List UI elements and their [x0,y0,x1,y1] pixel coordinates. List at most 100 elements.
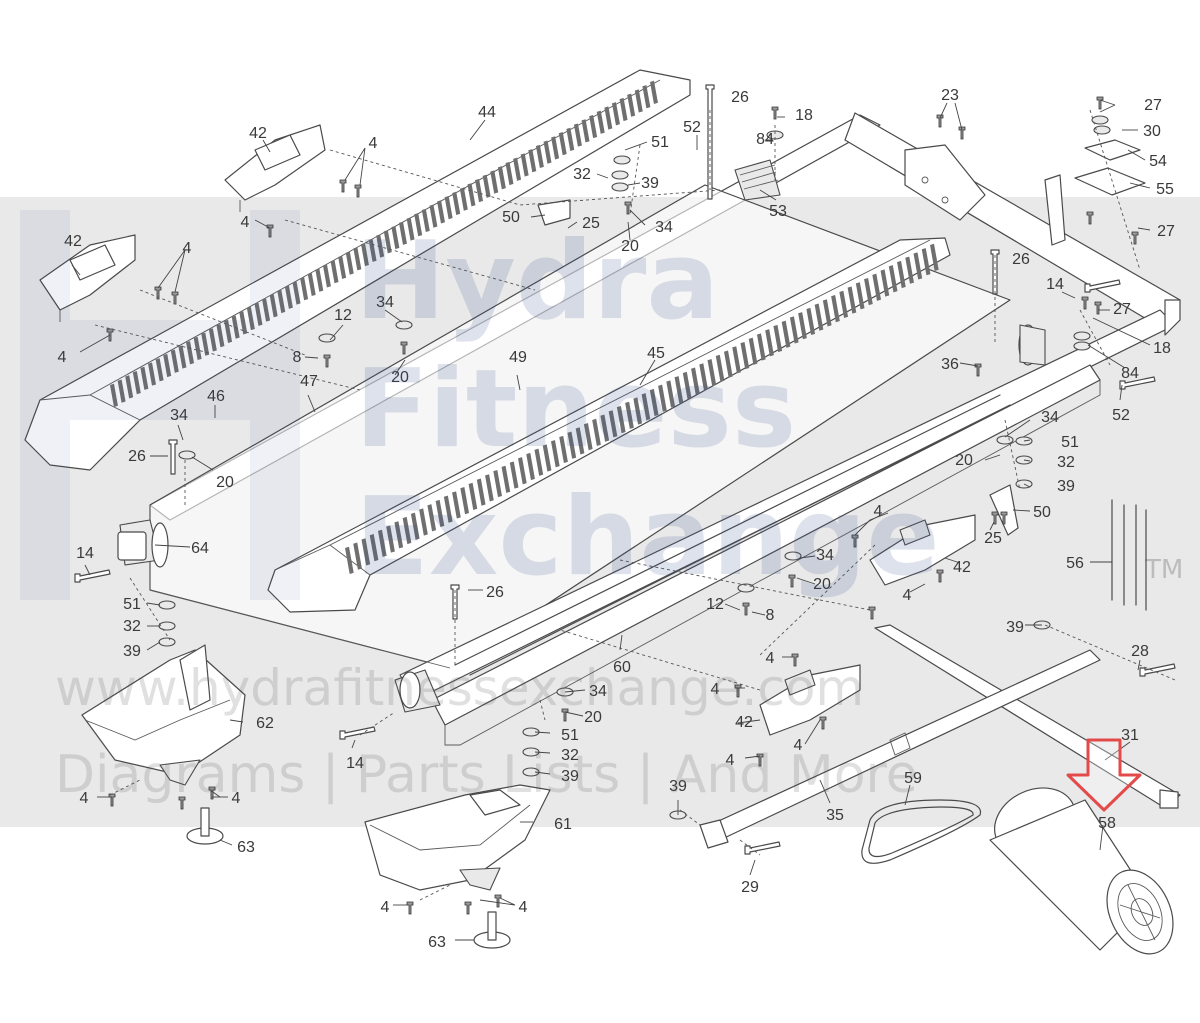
rail-slat [513,157,522,181]
callout-12: 12 [706,596,724,613]
rail-slat [322,264,331,288]
center-rod-60 [454,394,1011,676]
rail-slat [216,324,225,348]
callout-32: 32 [561,747,579,764]
bolt-icon [1139,663,1176,677]
callout-4: 4 [58,349,67,366]
rail-slat [452,191,461,215]
bolt-icon [744,841,781,855]
rail-slat [353,542,362,570]
screw-icon [936,569,944,583]
callout-36: 36 [941,356,959,373]
rail-slat [497,166,506,190]
screw-icon [624,201,632,215]
callout-61: 61 [554,816,572,833]
rail-slat [691,367,700,395]
watermark-h-logo [20,210,300,600]
callout-51: 51 [123,596,141,613]
callout-26: 26 [128,448,146,465]
rail-slat [518,457,527,485]
rail-slat [399,221,407,245]
callout-18: 18 [1153,340,1171,357]
callout-8: 8 [293,349,302,366]
rail-slat [330,260,339,284]
rail-slat [414,213,423,237]
callout-30: 30 [1143,123,1161,140]
rail-slat [394,521,404,549]
screw-icon [1094,301,1102,315]
screw-icon [323,354,331,368]
callout-44: 44 [478,104,496,121]
callout-28: 28 [1131,643,1149,660]
rail-slat [231,315,240,339]
callout-34: 34 [816,547,834,564]
screw-icon [958,126,966,140]
callout-4: 4 [726,752,735,769]
callout-39: 39 [1006,619,1024,636]
rail-slat [443,495,453,523]
callout-42: 42 [64,233,82,250]
rail-slat [421,208,430,233]
rail-slat [132,370,141,395]
watermark: Hydra Fitness Exchange TM www.hydrafitne… [20,210,1183,805]
rail-slat [872,273,882,301]
rail-slat [155,358,164,382]
rail-slat [377,529,387,557]
rail-slat [748,337,758,365]
callout-64: 64 [191,540,209,557]
rail-slat [383,230,392,254]
watermark-trademark: TM [1144,555,1183,585]
rail-slat [888,265,898,293]
rail-slat [361,538,371,566]
callout-4: 4 [369,135,378,152]
rail-slat [715,354,725,382]
rail-slat [315,268,324,292]
leveling-foot-63a [186,807,224,845]
rail-slat [550,440,560,468]
callout-45: 45 [647,345,665,362]
washer-icon [1073,331,1091,341]
rail-slat [604,106,613,130]
callout-4: 4 [519,899,528,916]
rail-slat [650,80,658,104]
drive-belt-59 [861,799,982,864]
washer-icon [1091,115,1109,125]
callout-51: 51 [561,727,579,744]
rail-slat [224,319,233,343]
rail-slat [839,290,849,318]
callout-50: 50 [1033,504,1051,521]
callout-39: 39 [123,643,141,660]
screw-icon [851,534,859,548]
callout-27: 27 [1144,97,1162,114]
rail-slat [855,282,865,310]
rail-slat [666,380,676,408]
rail-slat [596,110,605,134]
callout-32: 32 [1057,454,1075,471]
rail-slat [789,316,799,344]
rail-slat [140,366,149,390]
screw-icon [494,894,502,908]
rail-slat [509,461,519,489]
callout-29: 29 [741,879,759,896]
callout-42: 42 [249,125,267,142]
bolt-icon [990,249,1000,295]
bolt-icon [168,439,178,475]
bracket-50b [989,484,1019,536]
watermark-word-hydra: Hydra [355,219,719,344]
washer-icon [1093,125,1111,135]
rail-slat [239,311,248,335]
callout-63: 63 [237,839,255,856]
screw-icon [354,184,362,198]
callout-49: 49 [509,349,527,366]
rail-slat [376,234,385,258]
rail-slat [208,328,217,352]
callout-55: 55 [1156,181,1174,198]
screw-icon [339,179,347,193]
hardware-fasteners [74,84,1176,915]
motor-pulley-53 [734,159,781,201]
screw-icon [742,602,750,616]
callout-84: 84 [756,131,774,148]
screw-icon [788,574,796,588]
rail-slat [345,251,354,275]
